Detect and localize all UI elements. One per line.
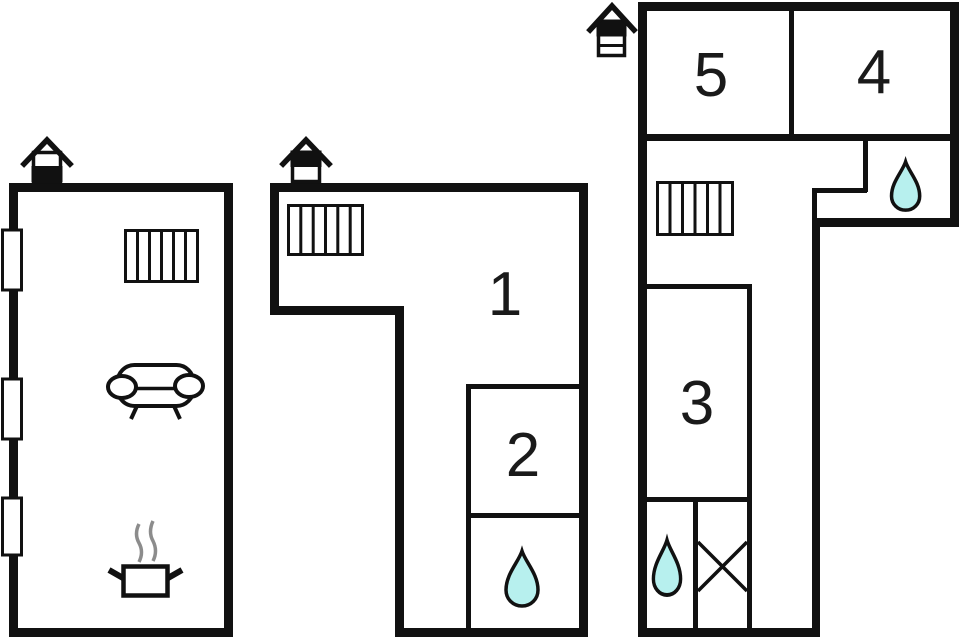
floor-level-icon-middle bbox=[279, 136, 333, 184]
stove-icon bbox=[107, 520, 184, 598]
ground-floor-plan bbox=[1, 183, 233, 637]
sofa-icon bbox=[106, 363, 205, 420]
room-label-4: 4 bbox=[857, 38, 891, 107]
water-drop-icon bbox=[504, 545, 540, 608]
floor-level-icon-ground bbox=[20, 136, 74, 184]
window-opening-icon bbox=[1, 228, 23, 292]
steam-line bbox=[148, 520, 158, 562]
outer-walls bbox=[270, 183, 588, 637]
interior-walls bbox=[466, 384, 579, 628]
top-floor-plan: 5 4 3 bbox=[638, 2, 959, 637]
staircase-icon bbox=[124, 229, 199, 283]
floor-level-icon-top bbox=[586, 1, 638, 58]
room-label-5: 5 bbox=[694, 41, 728, 110]
water-drop-icon bbox=[651, 533, 683, 598]
staircase-icon bbox=[287, 204, 364, 256]
interior-walls bbox=[647, 11, 950, 628]
water-drop-icon bbox=[889, 155, 922, 212]
x-mark-icon bbox=[696, 540, 749, 593]
window-openings bbox=[1, 228, 23, 557]
steam-line bbox=[134, 523, 144, 563]
window-opening-icon bbox=[1, 377, 23, 441]
middle-floor-plan: 1 2 bbox=[270, 183, 588, 637]
staircase-icon bbox=[656, 181, 734, 236]
window-opening-icon bbox=[1, 496, 23, 557]
room-label-1: 1 bbox=[488, 260, 522, 329]
outer-walls bbox=[9, 183, 233, 637]
room-label-3: 3 bbox=[680, 369, 714, 438]
outer-walls bbox=[638, 2, 959, 637]
room-label-2: 2 bbox=[506, 421, 540, 490]
